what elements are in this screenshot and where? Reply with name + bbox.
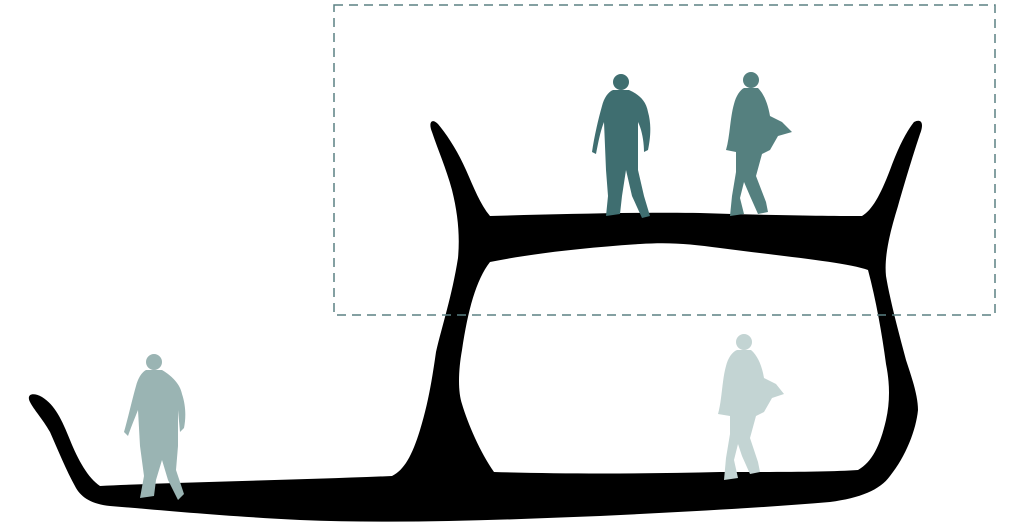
person-walking-upper-right	[726, 72, 792, 216]
person-standing-lower-left	[124, 354, 185, 500]
person-walking-lower-right	[718, 334, 784, 480]
person-standing-upper-left	[592, 74, 650, 218]
